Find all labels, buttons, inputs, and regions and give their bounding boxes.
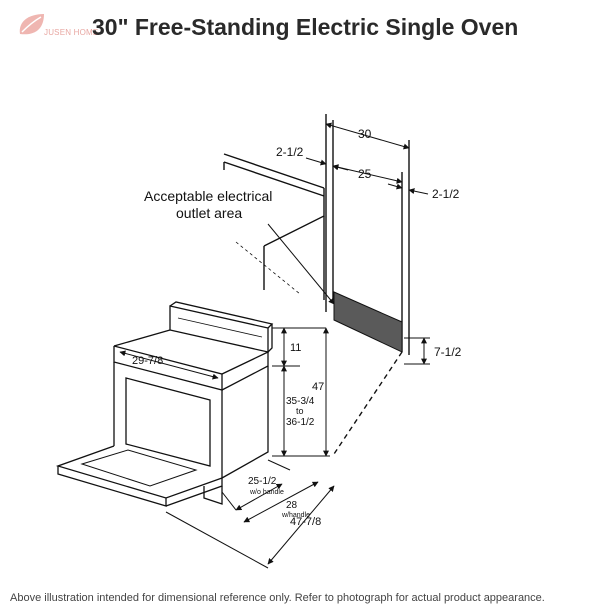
cabinet-outline bbox=[223, 114, 410, 455]
range-outline bbox=[55, 301, 274, 507]
dim-side-left-label: 2-1/2 bbox=[276, 145, 304, 159]
dim-depth-no-handle-label: 25-1/2 bbox=[248, 476, 277, 487]
dim-counter-height-b-label: 36-1/2 bbox=[286, 417, 315, 428]
brand-logo bbox=[14, 10, 104, 40]
leaf-logo-icon bbox=[19, 14, 44, 35]
outlet-area bbox=[333, 291, 403, 353]
disclaimer-caption: Above illustration intended for dimensio… bbox=[10, 592, 545, 604]
dim-depth-handle-note: w/handle bbox=[281, 512, 310, 519]
dim-depth-handle-label: 28 bbox=[286, 500, 298, 511]
dim-side-right-label: 2-1/2 bbox=[432, 187, 460, 201]
dim-cabinet-width-label: 30 bbox=[358, 127, 372, 141]
dim-cabinet-width bbox=[325, 122, 410, 150]
dim-opening-width-label: 25 bbox=[358, 167, 372, 181]
dim-counter-height-a-label: 35-3/4 bbox=[286, 396, 315, 407]
page-title: 30" Free-Standing Electric Single Oven bbox=[92, 14, 519, 40]
callout-line-1: Acceptable electrical bbox=[144, 188, 272, 204]
dim-overall-height-label: 47 bbox=[312, 381, 324, 393]
dim-outlet-height-label: 7-1/2 bbox=[434, 345, 462, 359]
dim-cooktop-depth-label: 29-7/8 bbox=[132, 355, 163, 367]
dim-depth-door-open-label: 47-7/8 bbox=[290, 516, 321, 528]
dim-backguard-height-label: 11 bbox=[290, 342, 301, 354]
dim-counter-height-to-label: to bbox=[296, 406, 304, 416]
dim-depth-no-handle-note: w/o handle bbox=[249, 489, 284, 496]
callout-line-2: outlet area bbox=[176, 205, 242, 221]
brand-logo-text: JUSEN HOME bbox=[44, 28, 99, 37]
